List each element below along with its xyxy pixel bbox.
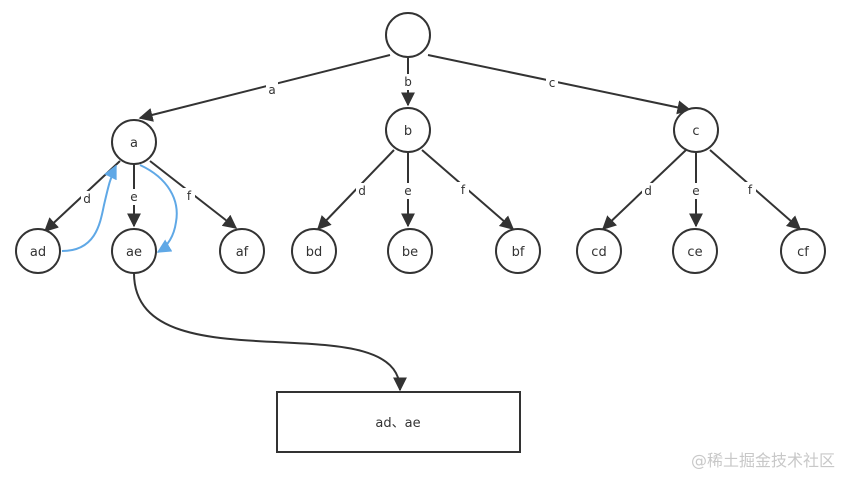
- edge-a-ad: d: [43, 160, 121, 232]
- edge-label-root-c: c: [549, 76, 556, 90]
- node-label-a: a: [130, 136, 138, 151]
- edge-ae-to-result: [133, 272, 407, 392]
- node-label-af: af: [236, 245, 249, 260]
- node-label-b: b: [404, 124, 412, 139]
- node-ce: ce: [672, 228, 718, 274]
- edge-c-cd: d: [601, 149, 687, 230]
- node-cf: cf: [780, 228, 826, 274]
- edge-root-b: b: [401, 58, 415, 107]
- node-bd: bd: [291, 228, 337, 274]
- node-label-ce: ce: [687, 245, 702, 260]
- node-a: a: [111, 119, 157, 165]
- edge-b-be: e: [401, 152, 415, 228]
- edge-label-a-ae: e: [130, 190, 137, 204]
- edge-label-b-bd: d: [358, 184, 366, 198]
- node-cd: cd: [576, 228, 622, 274]
- node-label-c: c: [692, 124, 699, 139]
- node-label-cf: cf: [797, 245, 809, 260]
- node-root: [385, 12, 431, 58]
- result-box: ad、ae: [276, 391, 521, 453]
- highlight-arrow-ad-to-a: [61, 164, 117, 252]
- node-af: af: [219, 228, 265, 274]
- edge-label-c-cf: f: [748, 183, 753, 197]
- edge-label-c-cd: d: [644, 184, 652, 198]
- edge-c-ce: e: [689, 152, 703, 228]
- edge-label-c-ce: e: [692, 184, 699, 198]
- result-text: ad、ae: [375, 416, 420, 431]
- edge-a-af: f: [149, 160, 238, 229]
- watermark-text: @稀土掘金技术社区: [691, 451, 835, 470]
- edge-label-b-be: e: [404, 184, 411, 198]
- edge-c-cf: f: [709, 149, 802, 230]
- edge-label-root-a: a: [268, 83, 275, 97]
- node-label-be: be: [402, 245, 418, 260]
- edge-label-root-b: b: [404, 75, 412, 89]
- node-ae: ae: [111, 228, 157, 274]
- node-label-ae: ae: [126, 245, 142, 260]
- node-label-bf: bf: [512, 245, 525, 260]
- edge-label-a-ad: d: [83, 192, 91, 206]
- edge-root-a: a: [138, 54, 391, 122]
- edge-label-b-bf: f: [461, 183, 466, 197]
- edge-b-bd: d: [317, 149, 395, 231]
- edge-a-ae: e: [127, 164, 141, 228]
- node-label-bd: bd: [306, 245, 323, 260]
- node-be: be: [387, 228, 433, 274]
- node-ad: ad: [15, 228, 61, 274]
- node-bf: bf: [495, 228, 541, 274]
- node-c: c: [673, 107, 719, 153]
- highlight-arrow-a-to-ae: [139, 164, 178, 253]
- node-b: b: [385, 107, 431, 153]
- edge-label-a-af: f: [187, 189, 192, 203]
- edge-root-c: c: [427, 54, 692, 115]
- edge-b-bf: f: [421, 149, 515, 230]
- node-label-cd: cd: [591, 245, 606, 260]
- node-label-ad: ad: [30, 245, 46, 260]
